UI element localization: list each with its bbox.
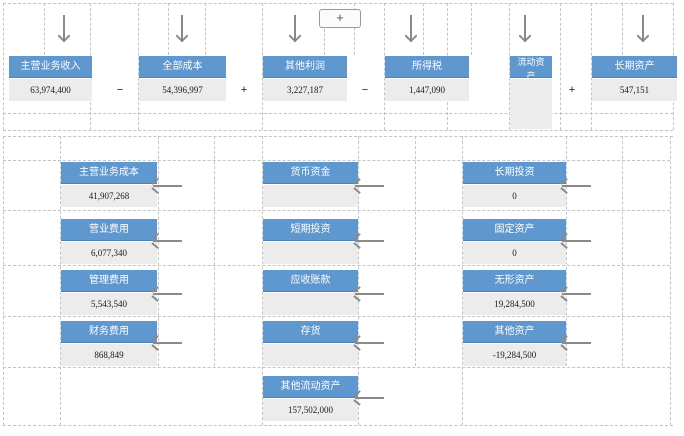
node-header-main-business-cost[interactable]: 主营业务成本	[61, 162, 157, 184]
node-value-accounts-receivable	[263, 292, 358, 315]
node-header-admin-expense[interactable]: 管理费用	[61, 270, 157, 292]
node-header-long-term-investment[interactable]: 长期投资	[463, 162, 566, 184]
grid-line	[415, 136, 416, 366]
node-value-income-tax: 1,447,090	[385, 78, 469, 101]
node-value-main-business-cost: 41,907,268	[61, 184, 157, 207]
grid-line	[324, 29, 325, 55]
grid-line	[168, 3, 169, 55]
node-header-operating-expense[interactable]: 营业费用	[61, 219, 157, 241]
arrow-left-icon	[354, 288, 384, 300]
grid-line	[214, 136, 215, 366]
grid-line	[262, 3, 263, 130]
arrow-left-icon	[152, 235, 182, 247]
arrow-down-icon	[519, 15, 531, 43]
grid-line	[3, 316, 670, 317]
node-value-current-assets	[510, 78, 552, 129]
grid-line	[384, 3, 385, 130]
grid-line	[462, 136, 463, 425]
arrow-left-icon	[354, 337, 384, 349]
node-header-intangible-assets[interactable]: 无形资产	[463, 270, 566, 292]
grid-line	[44, 3, 45, 55]
node-header-current-assets[interactable]: 流动资产	[510, 56, 552, 82]
add-button[interactable]: +	[319, 9, 361, 28]
arrow-down-icon	[289, 15, 301, 43]
node-value-other-assets: -19,284,500	[463, 343, 566, 366]
node-value-intangible-assets: 19,284,500	[463, 292, 566, 315]
node-value-total-cost: 54,396,997	[139, 78, 226, 101]
arrow-left-icon	[561, 235, 591, 247]
grid-line	[205, 3, 206, 55]
arrow-left-icon	[354, 180, 384, 192]
node-value-cash	[263, 184, 358, 207]
node-value-long-term-investment: 0	[463, 184, 566, 207]
grid-line	[509, 3, 510, 130]
grid-line	[3, 160, 670, 161]
grid-line	[471, 3, 472, 55]
arrow-down-icon	[405, 15, 417, 43]
grid-line	[3, 265, 670, 266]
grid-line	[3, 130, 673, 131]
node-value-finance-expense: 868,849	[61, 343, 157, 366]
grid-line	[3, 210, 670, 211]
arrow-down-icon	[637, 15, 649, 43]
arrow-left-icon	[561, 288, 591, 300]
node-value-fixed-assets: 0	[463, 241, 566, 264]
arrow-left-icon	[561, 337, 591, 349]
grid-line	[622, 3, 623, 55]
operator-plus: +	[568, 84, 576, 96]
grid-line	[3, 136, 4, 425]
grid-line	[670, 136, 671, 425]
grid-line	[60, 136, 61, 425]
grid-line	[622, 136, 623, 366]
grid-line	[566, 136, 567, 366]
operator-plus: +	[240, 84, 248, 96]
node-header-accounts-receivable[interactable]: 应收账款	[263, 270, 358, 292]
node-header-other-current-assets[interactable]: 其他流动资产	[263, 376, 358, 398]
node-header-inventory[interactable]: 存货	[263, 321, 358, 343]
arrow-left-icon	[354, 235, 384, 247]
node-header-long-term-assets[interactable]: 长期资产	[592, 56, 677, 78]
node-header-income-tax[interactable]: 所得税	[385, 56, 469, 78]
node-header-cash[interactable]: 货币资金	[263, 162, 358, 184]
node-value-short-term-investment	[263, 241, 358, 264]
arrow-down-icon	[58, 15, 70, 43]
node-header-fixed-assets[interactable]: 固定资产	[463, 219, 566, 241]
node-header-current-assets-label: 流动资产	[517, 58, 545, 82]
grid-line	[423, 3, 424, 55]
grid-line	[3, 113, 673, 114]
node-value-other-profit: 3,227,187	[263, 78, 347, 101]
node-value-operating-expense: 6,077,340	[61, 241, 157, 264]
node-value-admin-expense: 5,543,540	[61, 292, 157, 315]
node-header-revenue[interactable]: 主营业务收入	[9, 56, 92, 78]
arrow-down-icon	[176, 15, 188, 43]
node-header-short-term-investment[interactable]: 短期投资	[263, 219, 358, 241]
operator-minus: −	[116, 84, 124, 96]
operator-minus: −	[361, 84, 369, 96]
grid-line	[3, 425, 673, 426]
node-header-other-assets[interactable]: 其他资产	[463, 321, 566, 343]
grid-line	[158, 136, 159, 366]
arrow-left-icon	[354, 392, 384, 404]
grid-line	[3, 3, 673, 4]
arrow-left-icon	[152, 337, 182, 349]
grid-line	[138, 3, 139, 130]
grid-line	[262, 136, 263, 425]
node-value-long-term-assets: 547,151	[592, 78, 677, 101]
arrow-left-icon	[152, 180, 182, 192]
node-value-revenue: 63,974,400	[9, 78, 92, 101]
grid-line	[354, 3, 355, 55]
node-value-other-current-assets: 157,502,000	[263, 398, 358, 421]
grid-line	[3, 3, 4, 130]
grid-line	[3, 136, 673, 137]
node-header-other-profit[interactable]: 其他利润	[263, 56, 347, 78]
grid-line	[358, 136, 359, 425]
arrow-left-icon	[152, 288, 182, 300]
arrow-left-icon	[561, 180, 591, 192]
node-header-finance-expense[interactable]: 财务费用	[61, 321, 157, 343]
grid-line	[3, 367, 670, 368]
node-value-inventory	[263, 343, 358, 366]
node-header-total-cost[interactable]: 全部成本	[139, 56, 226, 78]
grid-line	[591, 3, 592, 130]
grid-line	[560, 3, 561, 130]
